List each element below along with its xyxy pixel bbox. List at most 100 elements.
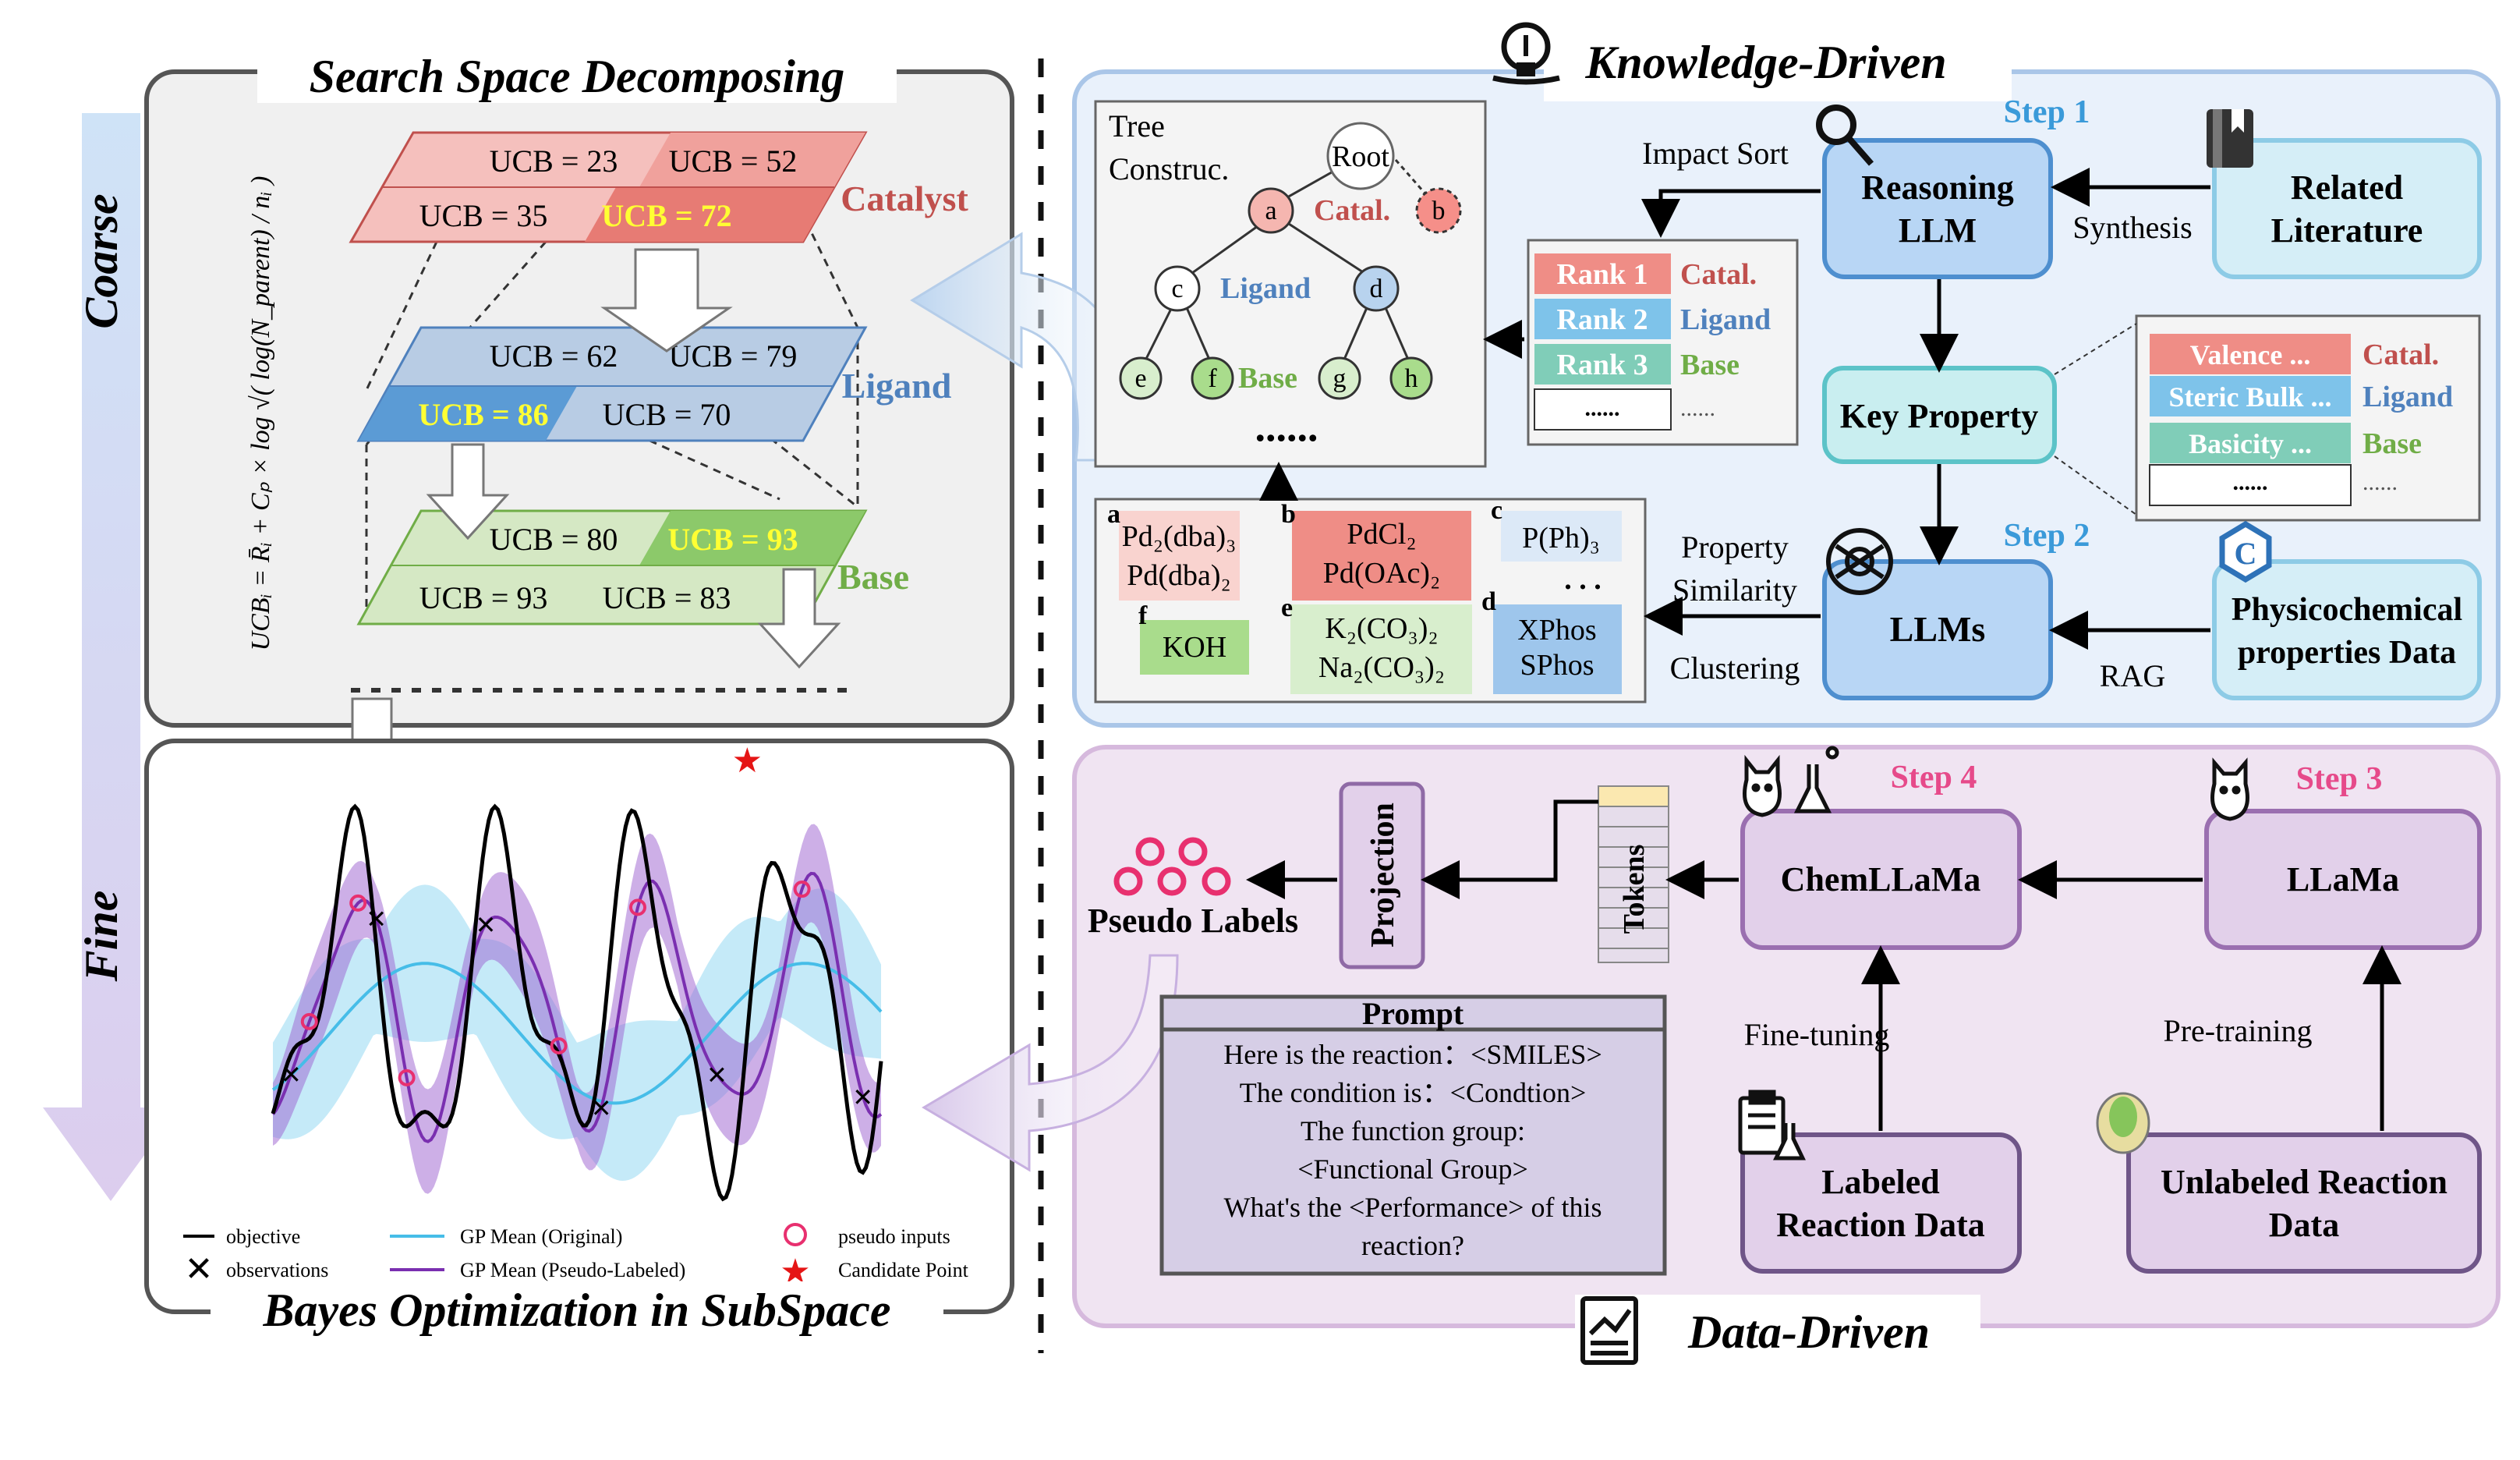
tree-label-1: Tree [1109, 108, 1165, 144]
prop-1-label: Catal. [2362, 338, 2439, 371]
pseudo-labels-label: Pseudo Labels [1088, 902, 1298, 940]
cluster-a-item-1: Pd₂(dba)₃ [1122, 520, 1237, 553]
cluster-d-item-2: SPhos [1520, 649, 1594, 682]
legend-pseudo-inputs: pseudo inputs [838, 1225, 950, 1248]
tree-node-c [1154, 265, 1201, 312]
unlabeled-line-1: Unlabeled Reaction [2161, 1163, 2447, 1201]
rank-3-label: Base [1680, 349, 1740, 381]
tree-node-g-label: g [1333, 364, 1347, 393]
objective-line [271, 803, 883, 1202]
data-title: Data-Driven [1687, 1306, 1930, 1358]
tree-node-f [1191, 356, 1234, 400]
reasoning-llm-box: Reasoning LLM [1816, 105, 2053, 279]
tree-panel: Tree Construc. Root a Catal. b c Ligand [1094, 100, 1487, 468]
pseudo-input-4 [550, 1037, 568, 1054]
prompt-title: Prompt [1362, 996, 1464, 1031]
tree-level-base: Base [1238, 362, 1297, 395]
base-ucb-1: UCB = 80 [490, 522, 618, 557]
data-panel: Data-Driven Pseudo Labels Projection [922, 745, 2501, 1365]
rank-1-label: Catal. [1680, 258, 1757, 291]
base-ucb-3: UCB = 93 [419, 580, 548, 615]
svg-text:C: C [2235, 536, 2257, 571]
tree-node-a [1248, 187, 1294, 234]
key-property-box: Key Property [1822, 366, 2057, 464]
rank-2-badge: Rank 2 [1556, 303, 1648, 336]
knowledge-panel: Knowledge-Driven Tree Construc. Root a C… [910, 22, 2501, 728]
cluster-e-item-1: K₂(CO₃)₂ [1325, 612, 1438, 645]
projection-label: Projection [1365, 803, 1401, 948]
bo-plot: ✕✕✕✕✕✕★ [271, 742, 883, 1202]
tree-node-b-label: b [1432, 197, 1446, 225]
tree-level-catal: Catal. [1314, 194, 1390, 227]
pseudo-labels-icon [1113, 837, 1231, 896]
rank-more-label: ...... [1680, 395, 1715, 421]
fine-tuning-label: Fine-tuning [1744, 1017, 1890, 1052]
step3-label: Step 3 [2296, 761, 2383, 797]
prompt-line-3: The function group: [1301, 1115, 1525, 1146]
cluster-c-item-1: P(Ph)₃ [1522, 522, 1600, 555]
cluster-f-label: f [1138, 601, 1148, 630]
tree-node-e-label: e [1134, 364, 1146, 393]
clipboard-flask-icon [1738, 1090, 1806, 1161]
llms-label: LLMs [1890, 609, 1986, 649]
cluster-b-item-1: PdCl₂ [1347, 518, 1416, 551]
catalyst-ucb-2: UCB = 52 [669, 144, 798, 179]
tree-label-2: Construc. [1109, 151, 1229, 186]
projection-box: Projection [1339, 781, 1425, 969]
catalyst-ucb-3: UCB = 35 [419, 198, 548, 233]
related-lit-line-2: Literature [2271, 211, 2423, 250]
pseudo-input-5 [629, 898, 646, 916]
tokens-label: Tokens [1618, 845, 1651, 934]
property-similarity-2: Similarity [1672, 572, 1797, 608]
search-space-panel: Search Space Decomposing UCBᵢ = R̄ᵢ + Cₚ… [144, 48, 1014, 728]
book-icon [2207, 109, 2253, 168]
key-property-label: Key Property [1840, 397, 2039, 435]
chemllama-label: ChemLLaMa [1781, 860, 1981, 898]
step1-label: Step 1 [2004, 94, 2090, 130]
tree-node-root-label: Root [1332, 140, 1389, 173]
tree-node-f-label: f [1208, 364, 1217, 393]
tree-node-b [1415, 187, 1462, 234]
catalyst-ucb-1: UCB = 23 [490, 144, 618, 179]
ligand-ucb-1: UCB = 62 [490, 338, 618, 374]
llama-icon [2210, 757, 2249, 821]
rank-table: Rank 1 Rank 2 Rank 3 ...... Catal. Ligan… [1527, 239, 1799, 446]
tree-node-a-label: a [1265, 197, 1276, 225]
synthesis-label: Synthesis [2072, 210, 2192, 245]
prop-1-badge: Valence ... [2190, 339, 2311, 370]
cluster-f-item-1: KOH [1163, 631, 1226, 664]
cluster-c-label: c [1491, 496, 1502, 525]
magnifier-icon [1816, 105, 1874, 166]
physchem-line-2: properties Data [2238, 635, 2456, 671]
ucb-formula: UCBᵢ = R̄ᵢ + Cₚ × log √( log(N_parent) /… [246, 176, 275, 651]
rank-2-label: Ligand [1680, 303, 1771, 336]
tokens-stack: Tokens [1598, 785, 1669, 963]
prompt-box: Prompt Here is the reaction：<SMILES> The… [1159, 994, 1667, 1276]
ligand-ucb-2: UCB = 79 [669, 338, 798, 374]
tree-node-e [1119, 356, 1163, 400]
observation-mark-1: ✕ [281, 1061, 302, 1089]
tree-node-root [1326, 122, 1395, 190]
pseudo-input-2 [349, 894, 367, 912]
coarse-fine-arrow: Coarse Fine [43, 113, 179, 1201]
pre-training-label: Pre-training [2163, 1013, 2312, 1048]
legend-observations: observations [226, 1259, 328, 1281]
step4-label: Step 4 [1891, 760, 1977, 796]
prompt-line-2: The condition is：<Condtion> [1240, 1077, 1587, 1108]
unlabeled-line-2: Data [2269, 1206, 2339, 1244]
ligand-ucb-3: UCB = 86 [418, 397, 548, 432]
llms-box: LLMs [1822, 528, 2053, 700]
leaf-icon [2096, 1092, 2150, 1154]
rank-3-badge: Rank 3 [1556, 349, 1648, 381]
cluster-b-label: b [1281, 500, 1296, 529]
prop-3-label: Base [2362, 427, 2422, 460]
tree-level-ligand: Ligand [1220, 272, 1311, 305]
pubchem-icon: C [2219, 520, 2272, 583]
legend-gp-pseudo: GP Mean (Pseudo-Labeled) [460, 1259, 685, 1281]
labeled-line-1: Labeled [1821, 1163, 1940, 1201]
search-space-title: Search Space Decomposing [310, 51, 845, 102]
llama-chem-icon [1743, 746, 1839, 817]
observation-mark-4: ✕ [591, 1094, 612, 1122]
pseudo-input-6 [793, 881, 811, 898]
prompt-line-5: What's the <Performance> of this [1224, 1192, 1602, 1223]
